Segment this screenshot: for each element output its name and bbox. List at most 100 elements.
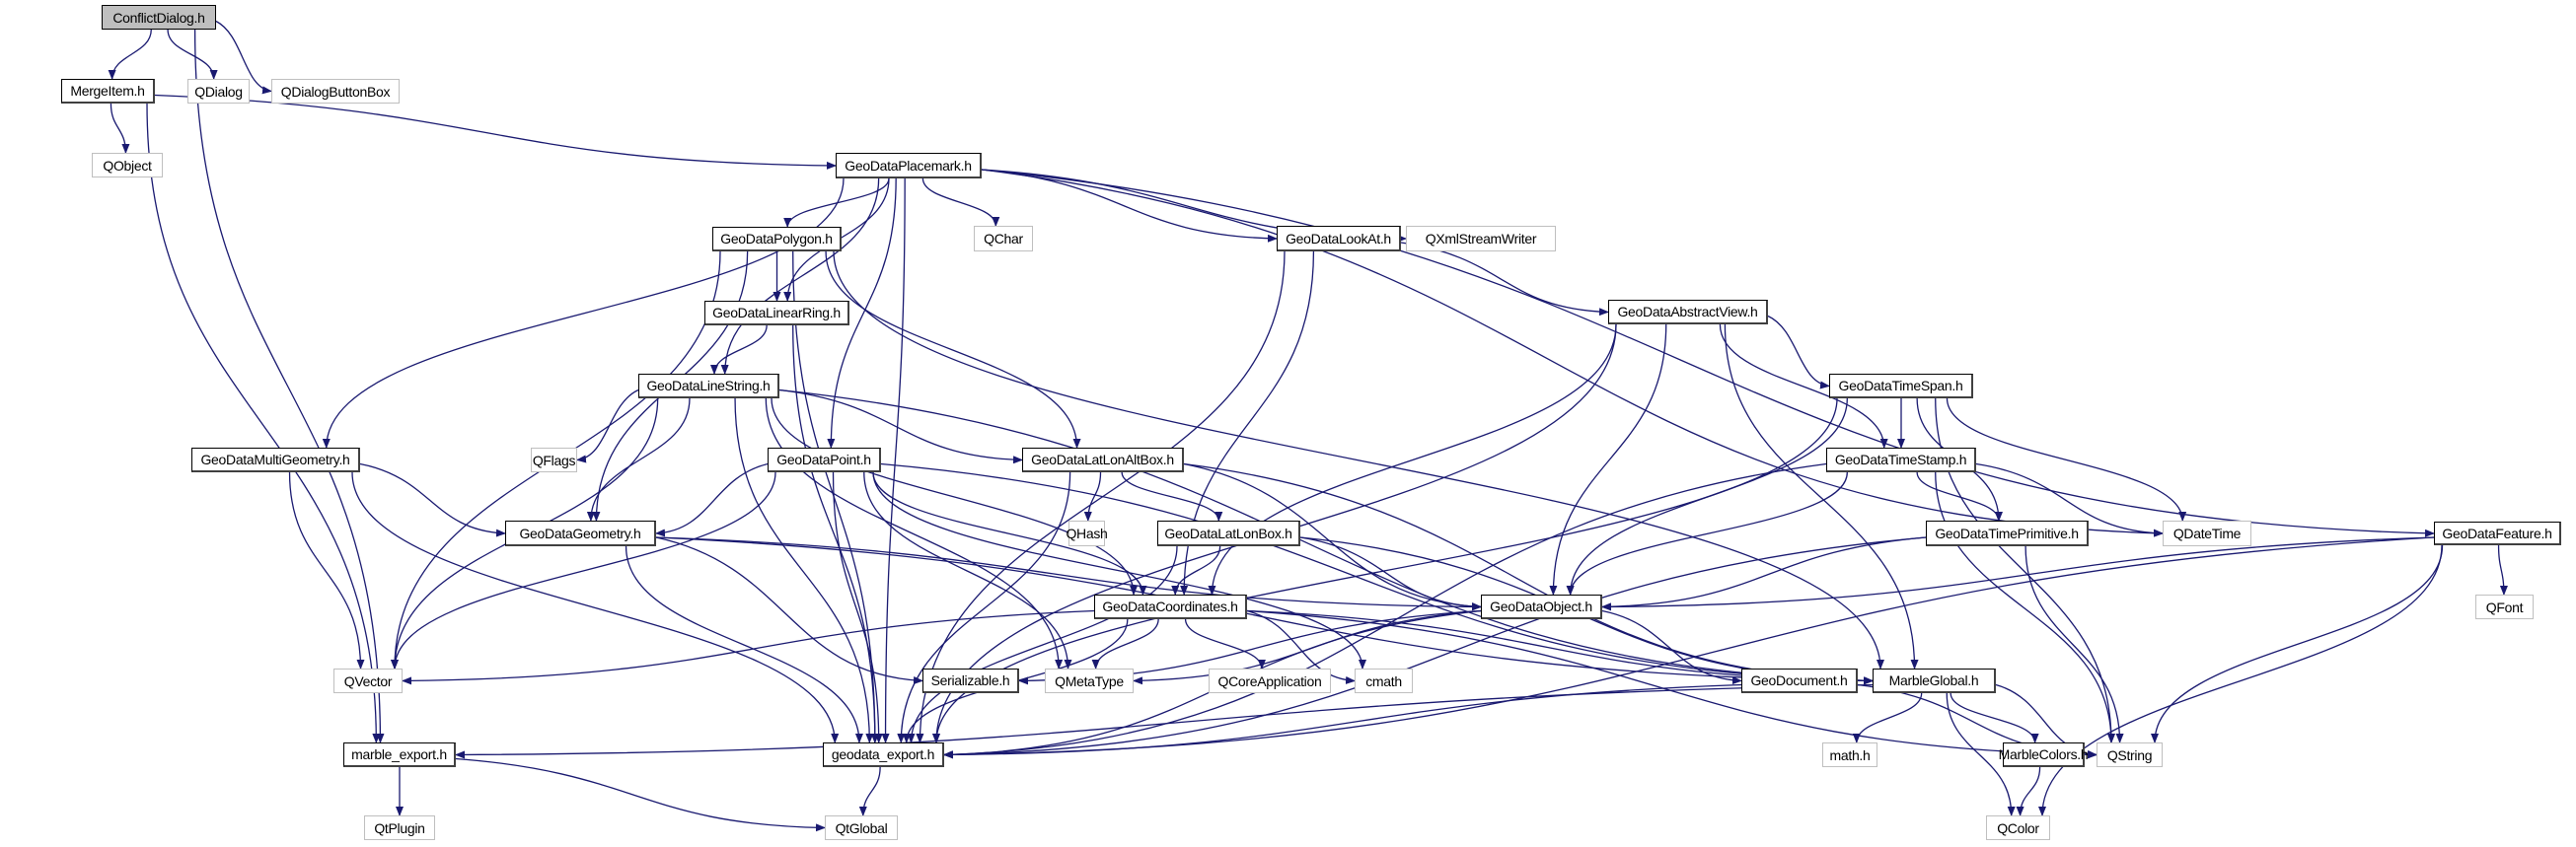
node-label: MarbleColors.h	[1998, 746, 2089, 762]
edge-geodatatimeprimitive-to-qstring	[2024, 545, 2124, 743]
node-label: GeoDataLatLonAltBox.h	[1031, 452, 1174, 467]
edge-geodataabstractview-to-geodatatimespan	[1767, 315, 1830, 389]
node-qobject[interactable]: QObject	[92, 153, 163, 177]
edge-geodataplacemark-to-geodatalinestring	[720, 177, 880, 375]
edge-conflictdialog-to-marble_export	[193, 29, 385, 743]
edge-geodatacoordinates-to-qcoreapplication	[1184, 618, 1266, 670]
node-label: GeoDataAbstractView.h	[1617, 304, 1758, 319]
edge-geodatapolygon-to-marbleglobal	[833, 250, 1884, 670]
node-qdatetime[interactable]: QDateTime	[2163, 521, 2251, 546]
node-label: ConflictDialog.h	[112, 9, 205, 26]
node-geodataabstractview[interactable]: GeoDataAbstractView.h	[1608, 300, 1768, 324]
edge-geodatamultigeometry-to-geodata_export	[351, 471, 840, 743]
node-qchar[interactable]: QChar	[974, 226, 1033, 251]
node-conflictdialog[interactable]: ConflictDialog.h	[102, 5, 216, 30]
node-geodatapoint[interactable]: GeoDataPoint.h	[768, 448, 881, 472]
node-geodatamultigeometry[interactable]: GeoDataMultiGeometry.h	[191, 448, 360, 472]
edge-geodatatimestamp-to-geodatatimeprimitive	[1916, 471, 2003, 522]
node-geodocument[interactable]: GeoDocument.h	[1741, 669, 1858, 693]
node-math-h[interactable]: math.h	[1822, 742, 1877, 767]
node-qvector[interactable]: QVector	[333, 669, 403, 693]
edge-geodatafeature-to-geodata_export	[943, 536, 2435, 759]
edge-conflictdialog-to-qdialog	[167, 29, 218, 80]
edge-geodocument-to-geodata_export	[943, 683, 1742, 759]
node-serializable[interactable]: Serializable.h	[922, 669, 1019, 693]
node-geodatalatlonaltbox[interactable]: GeoDataLatLonAltBox.h	[1022, 448, 1184, 472]
node-geodatalinearring[interactable]: GeoDataLinearRing.h	[704, 301, 849, 325]
node-geodatacoordinates[interactable]: GeoDataCoordinates.h	[1094, 595, 1247, 619]
edge-marbleglobal-to-qcolor	[1946, 692, 2016, 816]
edge-geodatalinestring-to-geodatalatlonaltbox	[778, 388, 1023, 464]
node-geodatalinestring[interactable]: GeoDataLineString.h	[638, 374, 779, 398]
edge-geodatatimeprimitive-to-geodataobject	[1601, 536, 1927, 611]
node-qfont[interactable]: QFont	[2475, 595, 2534, 619]
node-qmetatype[interactable]: QMetaType	[1045, 669, 1134, 693]
edge-marbleglobal-to-math_h	[1852, 692, 1923, 743]
node-label: GeoDataFeature.h	[2442, 525, 2552, 541]
edge-geodatatimestamp-to-qdatetime	[1975, 462, 2164, 537]
node-label: GeoDocument.h	[1750, 672, 1848, 688]
edge-conflictdialog-to-qdialogbuttonbox	[215, 20, 272, 95]
node-qstring[interactable]: QString	[2097, 742, 2163, 767]
edge-geodatapoint-to-marbleglobal	[880, 462, 1874, 685]
node-mergeitem[interactable]: MergeItem.h	[61, 79, 155, 104]
edge-geodatatimestamp-to-geodata_export	[943, 462, 1827, 759]
node-label: GeoDataPoint.h	[776, 452, 871, 467]
edge-marbleglobal-to-marble_export	[455, 683, 1874, 759]
edge-geodatatimeprimitive-to-geodata_export	[943, 536, 1927, 759]
node-geodatalatlonbox[interactable]: GeoDataLatLonBox.h	[1157, 521, 1300, 546]
edge-geodatapoint-to-qmetatype	[863, 471, 1072, 670]
node-label: GeoDataMultiGeometry.h	[200, 452, 350, 467]
edge-geodatalinearring-to-geodatalinestring	[710, 324, 768, 375]
edge-mergeitem-to-marble_export	[146, 103, 381, 743]
node-qcolor[interactable]: QColor	[1986, 815, 2050, 840]
edge-geodatamultigeometry-to-geodatageometry	[359, 462, 506, 537]
edge-geodatalatlonaltbox-to-marbleglobal	[1183, 462, 1874, 685]
node-cmath[interactable]: cmath	[1355, 669, 1413, 693]
node-geodatalookat[interactable]: GeoDataLookAt.h	[1277, 226, 1401, 251]
node-label: GeoDataLineString.h	[646, 378, 771, 393]
edge-geodatageometry-to-serializable	[655, 536, 923, 685]
node-qdialogbuttonbox[interactable]: QDialogButtonBox	[271, 79, 400, 104]
node-label: QFlags	[532, 452, 576, 468]
node-geodatageometry[interactable]: GeoDataGeometry.h	[505, 521, 656, 546]
node-qcoreapplication[interactable]: QCoreApplication	[1209, 669, 1331, 693]
node-qdialog[interactable]: QDialog	[187, 79, 250, 104]
edge-geodatalatlonaltbox-to-geodataobject	[1183, 462, 1482, 611]
node-geodatatimeprimitive[interactable]: GeoDataTimePrimitive.h	[1926, 521, 2089, 546]
node-marble-export[interactable]: marble_export.h	[343, 742, 456, 767]
node-geodatapolygon[interactable]: GeoDataPolygon.h	[712, 227, 842, 251]
node-label: QString	[2106, 746, 2153, 763]
node-label: QFont	[2485, 599, 2524, 615]
edge-geodatatimestamp-to-geodataobject	[1566, 471, 1848, 596]
node-qtplugin[interactable]: QtPlugin	[364, 815, 435, 840]
node-label: GeoDataTimeStamp.h	[1834, 452, 1967, 467]
node-geodataobject[interactable]: GeoDataObject.h	[1481, 595, 1602, 619]
node-geodatatimestamp[interactable]: GeoDataTimeStamp.h	[1826, 448, 1976, 472]
node-marbleglobal[interactable]: MarbleGlobal.h	[1873, 669, 1996, 693]
node-marblecolors[interactable]: MarbleColors.h	[1999, 742, 2089, 767]
edges-layer	[108, 20, 2508, 832]
node-qflags[interactable]: QFlags	[531, 448, 577, 472]
node-geodata-export[interactable]: geodata_export.h	[823, 742, 944, 767]
node-label: QHash	[1066, 526, 1108, 541]
edge-geodatapoint-to-geodatageometry	[655, 462, 769, 537]
node-qhash[interactable]: QHash	[1066, 521, 1108, 546]
node-label: GeoDataGeometry.h	[519, 525, 641, 541]
edge-geodatalatlonaltbox-to-geodatalatlonbox	[1121, 471, 1223, 522]
node-qtglobal[interactable]: QtGlobal	[825, 815, 898, 840]
edge-geodatalookat-to-geodataabstractview	[1400, 242, 1609, 317]
edge-geodatapoint-to-qvector	[391, 471, 776, 670]
node-label: QtPlugin	[374, 819, 425, 836]
node-label: Serializable.h	[930, 672, 1010, 688]
node-geodatatimespan[interactable]: GeoDataTimeSpan.h	[1829, 374, 1973, 398]
node-label: MergeItem.h	[70, 83, 145, 99]
edge-geodataobject-to-geodocument	[1601, 609, 1742, 685]
node-label: QtGlobal	[835, 819, 888, 836]
node-qxmlstreamwriter[interactable]: QXmlStreamWriter	[1406, 226, 1556, 251]
node-geodatafeature[interactable]: GeoDataFeature.h	[2434, 522, 2561, 545]
node-geodataplacemark[interactable]: GeoDataPlacemark.h	[836, 153, 982, 178]
node-label: GeoDataLookAt.h	[1286, 230, 1391, 247]
edge-geodatalatlonbox-to-geodataobject	[1299, 536, 1482, 611]
